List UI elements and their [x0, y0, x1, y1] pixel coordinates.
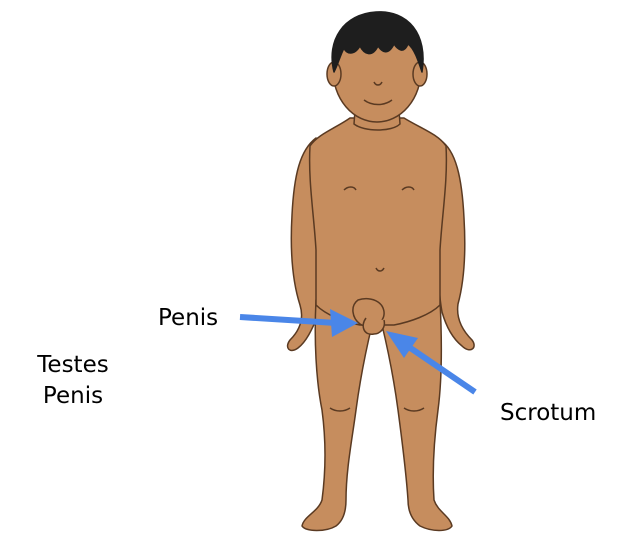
- side-term-testes: Testes: [20, 350, 126, 381]
- scrotum-shape: [363, 318, 384, 334]
- scrotum-label: Scrotum: [500, 399, 596, 427]
- penis-label: Penis: [158, 304, 218, 332]
- torso: [310, 118, 447, 325]
- body-figure: [288, 12, 475, 531]
- left-leg: [302, 300, 372, 531]
- side-term-penis: Penis: [20, 381, 126, 412]
- side-term-list: Testes Penis: [20, 350, 126, 412]
